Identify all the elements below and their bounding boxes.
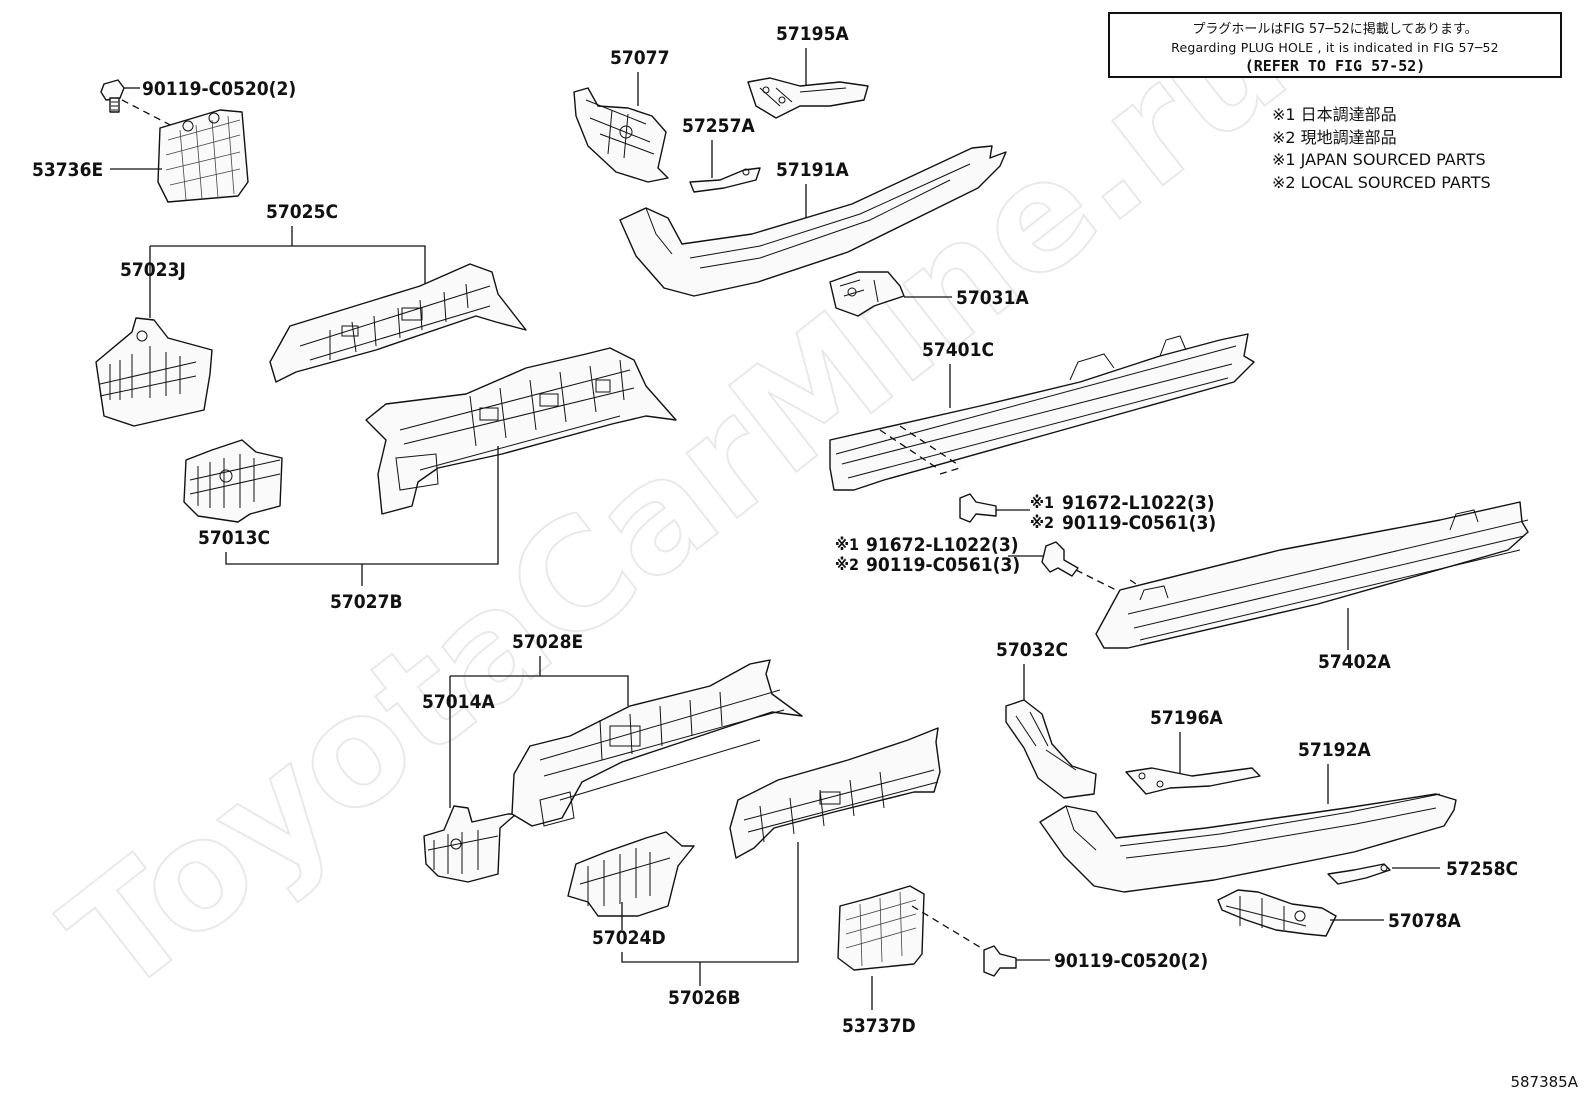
part-57032C-bracket[interactable]: [1005, 699, 1097, 799]
label-57024D[interactable]: 57024D: [592, 927, 666, 949]
note-local-jp: ※2 現地調達部品: [1272, 127, 1397, 147]
part-57258C-plate[interactable]: [1327, 863, 1391, 885]
part-57402A-rocker-lh[interactable]: [1095, 501, 1529, 649]
label-57191A[interactable]: 57191A: [776, 159, 849, 181]
label-90119-c0520-bottom[interactable]: 90119-C0520(2): [1054, 950, 1208, 972]
label-57078A[interactable]: 57078A: [1388, 910, 1461, 932]
label-57195A[interactable]: 57195A: [776, 23, 849, 45]
part-53737D-apron-bracket-lh[interactable]: [837, 885, 925, 971]
label-57402A[interactable]: 57402A: [1318, 651, 1391, 673]
label-91672-l1022-b[interactable]: 91672-L1022(3): [866, 534, 1019, 556]
part-57023J-bracket[interactable]: [95, 317, 213, 427]
label-90119-c0520-top[interactable]: 90119-C0520(2): [142, 78, 296, 100]
part-57031A-bracket[interactable]: [829, 271, 905, 317]
part-57192A-side-member-lh[interactable]: [1039, 793, 1457, 893]
label-57013C[interactable]: 57013C: [198, 527, 270, 549]
marker-japan-a: ※1: [1030, 493, 1054, 512]
part-57025C-rail-upper[interactable]: [269, 263, 527, 383]
note-local-en: ※2 LOCAL SOURCED PARTS: [1272, 172, 1491, 192]
label-57196A[interactable]: 57196A: [1150, 707, 1223, 729]
note-japan-jp: ※1 日本調達部品: [1272, 105, 1397, 124]
label-91672-l1022-a[interactable]: 91672-L1022(3): [1062, 492, 1215, 514]
part-57078A-bracket[interactable]: [1217, 889, 1337, 937]
label-57257A[interactable]: 57257A: [682, 115, 755, 137]
part-57028E-rail-upper-lh[interactable]: [511, 659, 803, 827]
part-57026B-rail-lower-lh[interactable]: [729, 727, 941, 859]
label-90119-c0561-a[interactable]: 90119-C0561(3): [1062, 512, 1216, 534]
part-57077-bracket[interactable]: [573, 87, 669, 183]
sourcing-notes: ※1 日本調達部品 ※2 現地調達部品 ※1 JAPAN SOURCED PAR…: [1272, 104, 1491, 194]
diagram-id: 587385A: [1510, 1073, 1578, 1091]
label-57028E[interactable]: 57028E: [512, 631, 583, 653]
marker-local-b: ※2: [835, 555, 859, 574]
marker-local-a: ※2: [1030, 513, 1054, 532]
label-57077[interactable]: 57077: [610, 47, 669, 69]
reference-line-japanese: プラグホールはFIG 57─52に掲載してあります。: [1192, 22, 1478, 37]
part-57024D-crossmember-lh[interactable]: [567, 831, 695, 917]
label-57023J[interactable]: 57023J: [120, 259, 186, 281]
part-90119-c0520-bottom-bolt[interactable]: [983, 945, 1017, 977]
label-57258C[interactable]: 57258C: [1446, 858, 1518, 880]
label-53737D[interactable]: 53737D: [842, 1015, 916, 1037]
label-57025C[interactable]: 57025C: [266, 201, 338, 223]
part-57027B-rail-lower[interactable]: [365, 347, 677, 515]
label-53736E[interactable]: 53736E: [32, 159, 103, 181]
part-57013C-crossmember[interactable]: [183, 439, 283, 523]
label-57032C[interactable]: 57032C: [996, 639, 1068, 661]
reference-line-fig[interactable]: (REFER TO FIG 57-52): [1244, 57, 1426, 75]
part-57191A-side-member[interactable]: [619, 145, 1007, 297]
part-53736E-apron-bracket[interactable]: [157, 109, 249, 203]
part-57014A-bracket[interactable]: [423, 805, 517, 883]
label-57014A[interactable]: 57014A: [422, 691, 495, 713]
bolt-lh-rocker[interactable]: [1041, 541, 1079, 577]
label-57026B[interactable]: 57026B: [668, 987, 741, 1009]
part-57195A-gusset[interactable]: [747, 77, 869, 119]
part-57401C-rocker-rh[interactable]: [829, 333, 1255, 491]
reference-line-english: Regarding PLUG HOLE , it is indicated in…: [1171, 40, 1499, 55]
note-japan-en: ※1 JAPAN SOURCED PARTS: [1272, 150, 1486, 169]
part-57257A-plate[interactable]: [689, 167, 761, 193]
reference-box: プラグホールはFIG 57─52に掲載してあります。 Regarding PLU…: [1108, 12, 1562, 78]
label-57401C[interactable]: 57401C: [922, 339, 994, 361]
bolt-rh-rocker[interactable]: [959, 493, 997, 523]
label-90119-c0561-b[interactable]: 90119-C0561(3): [866, 554, 1020, 576]
label-57031A[interactable]: 57031A: [956, 287, 1029, 309]
label-57027B[interactable]: 57027B: [330, 591, 403, 613]
part-57196A-gusset[interactable]: [1125, 767, 1261, 795]
marker-japan-b: ※1: [835, 535, 859, 554]
label-57192A[interactable]: 57192A: [1298, 739, 1371, 761]
part-90119-c0520-top-bolt[interactable]: [100, 79, 125, 113]
